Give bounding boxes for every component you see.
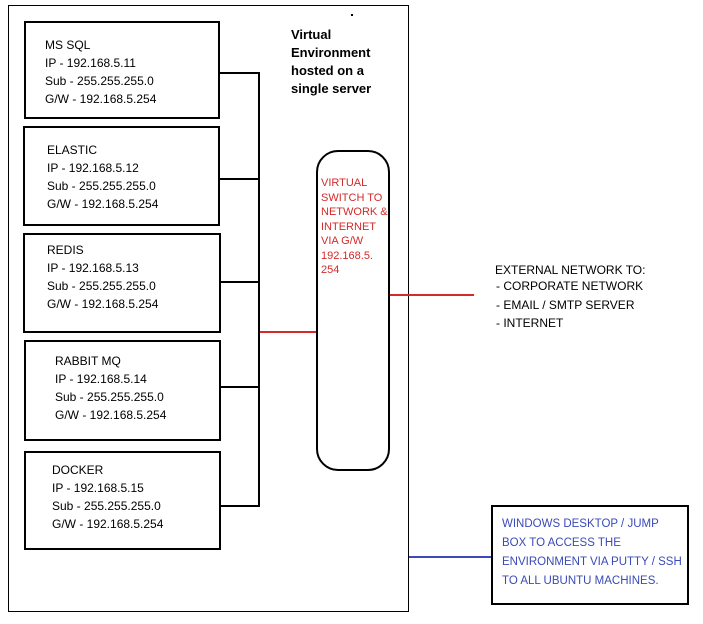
server-name: MS SQL [45,38,91,52]
server-box-elastic: ELASTIC IP - 192.168.5.12 Sub - 255.255.… [23,126,220,226]
external-network-list: - CORPORATE NETWORK - EMAIL / SMTP SERVE… [496,277,643,333]
server-subnet: Sub - 255.255.255.0 [47,179,156,193]
server-box-redis: REDIS IP - 192.168.5.13 Sub - 255.255.25… [23,233,221,333]
server-subnet: Sub - 255.255.255.0 [47,279,156,293]
server-box-ms-sql: MS SQL IP - 192.168.5.11 Sub - 255.255.2… [24,21,220,119]
server-ip: IP - 192.168.5.11 [45,56,136,70]
virtual-environment-frame [8,5,409,612]
server-box-rabbit-mq: RABBIT MQ IP - 192.168.5.14 Sub - 255.25… [24,340,221,441]
server-gateway: G/W - 192.168.5.254 [52,517,164,531]
server-gateway: G/W - 192.168.5.254 [47,297,159,311]
external-network-title: EXTERNAL NETWORK TO: [495,263,646,277]
server-ip: IP - 192.168.5.13 [47,261,139,275]
server-subnet: Sub - 255.255.255.0 [52,499,161,513]
server-name: RABBIT MQ [55,354,121,368]
external-network-item: - INTERNET [496,316,564,330]
server-ip: IP - 192.168.5.15 [52,481,144,495]
server-name: DOCKER [52,463,104,477]
external-network-item: - EMAIL / SMTP SERVER [496,297,635,312]
windows-jumpbox-box: WINDOWS DESKTOP / JUMP BOX TO ACCESS THE… [491,505,689,605]
external-network-item: - CORPORATE NETWORK [496,279,644,293]
server-name: ELASTIC [47,143,98,157]
server-subnet: Sub - 255.255.255.0 [45,74,154,88]
server-box-docker: DOCKER IP - 192.168.5.15 Sub - 255.255.2… [24,451,221,550]
server-gateway: G/W - 192.168.5.254 [47,197,159,211]
environment-title: Virtual Environment hosted on a single s… [291,27,372,96]
server-gateway: G/W - 192.168.5.254 [45,92,157,106]
virtual-switch-box [316,150,390,471]
stray-dot [351,14,353,16]
server-name: REDIS [47,243,84,257]
server-subnet: Sub - 255.255.255.0 [55,390,164,404]
server-ip: IP - 192.168.5.14 [55,372,147,386]
server-gateway: G/W - 192.168.5.254 [55,408,167,422]
server-ip: IP - 192.168.5.12 [47,161,139,175]
virtual-switch-label: VIRTUAL SWITCH TO NETWORK & INTERNET VIA… [321,177,388,276]
windows-jumpbox-label: WINDOWS DESKTOP / JUMP BOX TO ACCESS THE… [502,518,682,587]
